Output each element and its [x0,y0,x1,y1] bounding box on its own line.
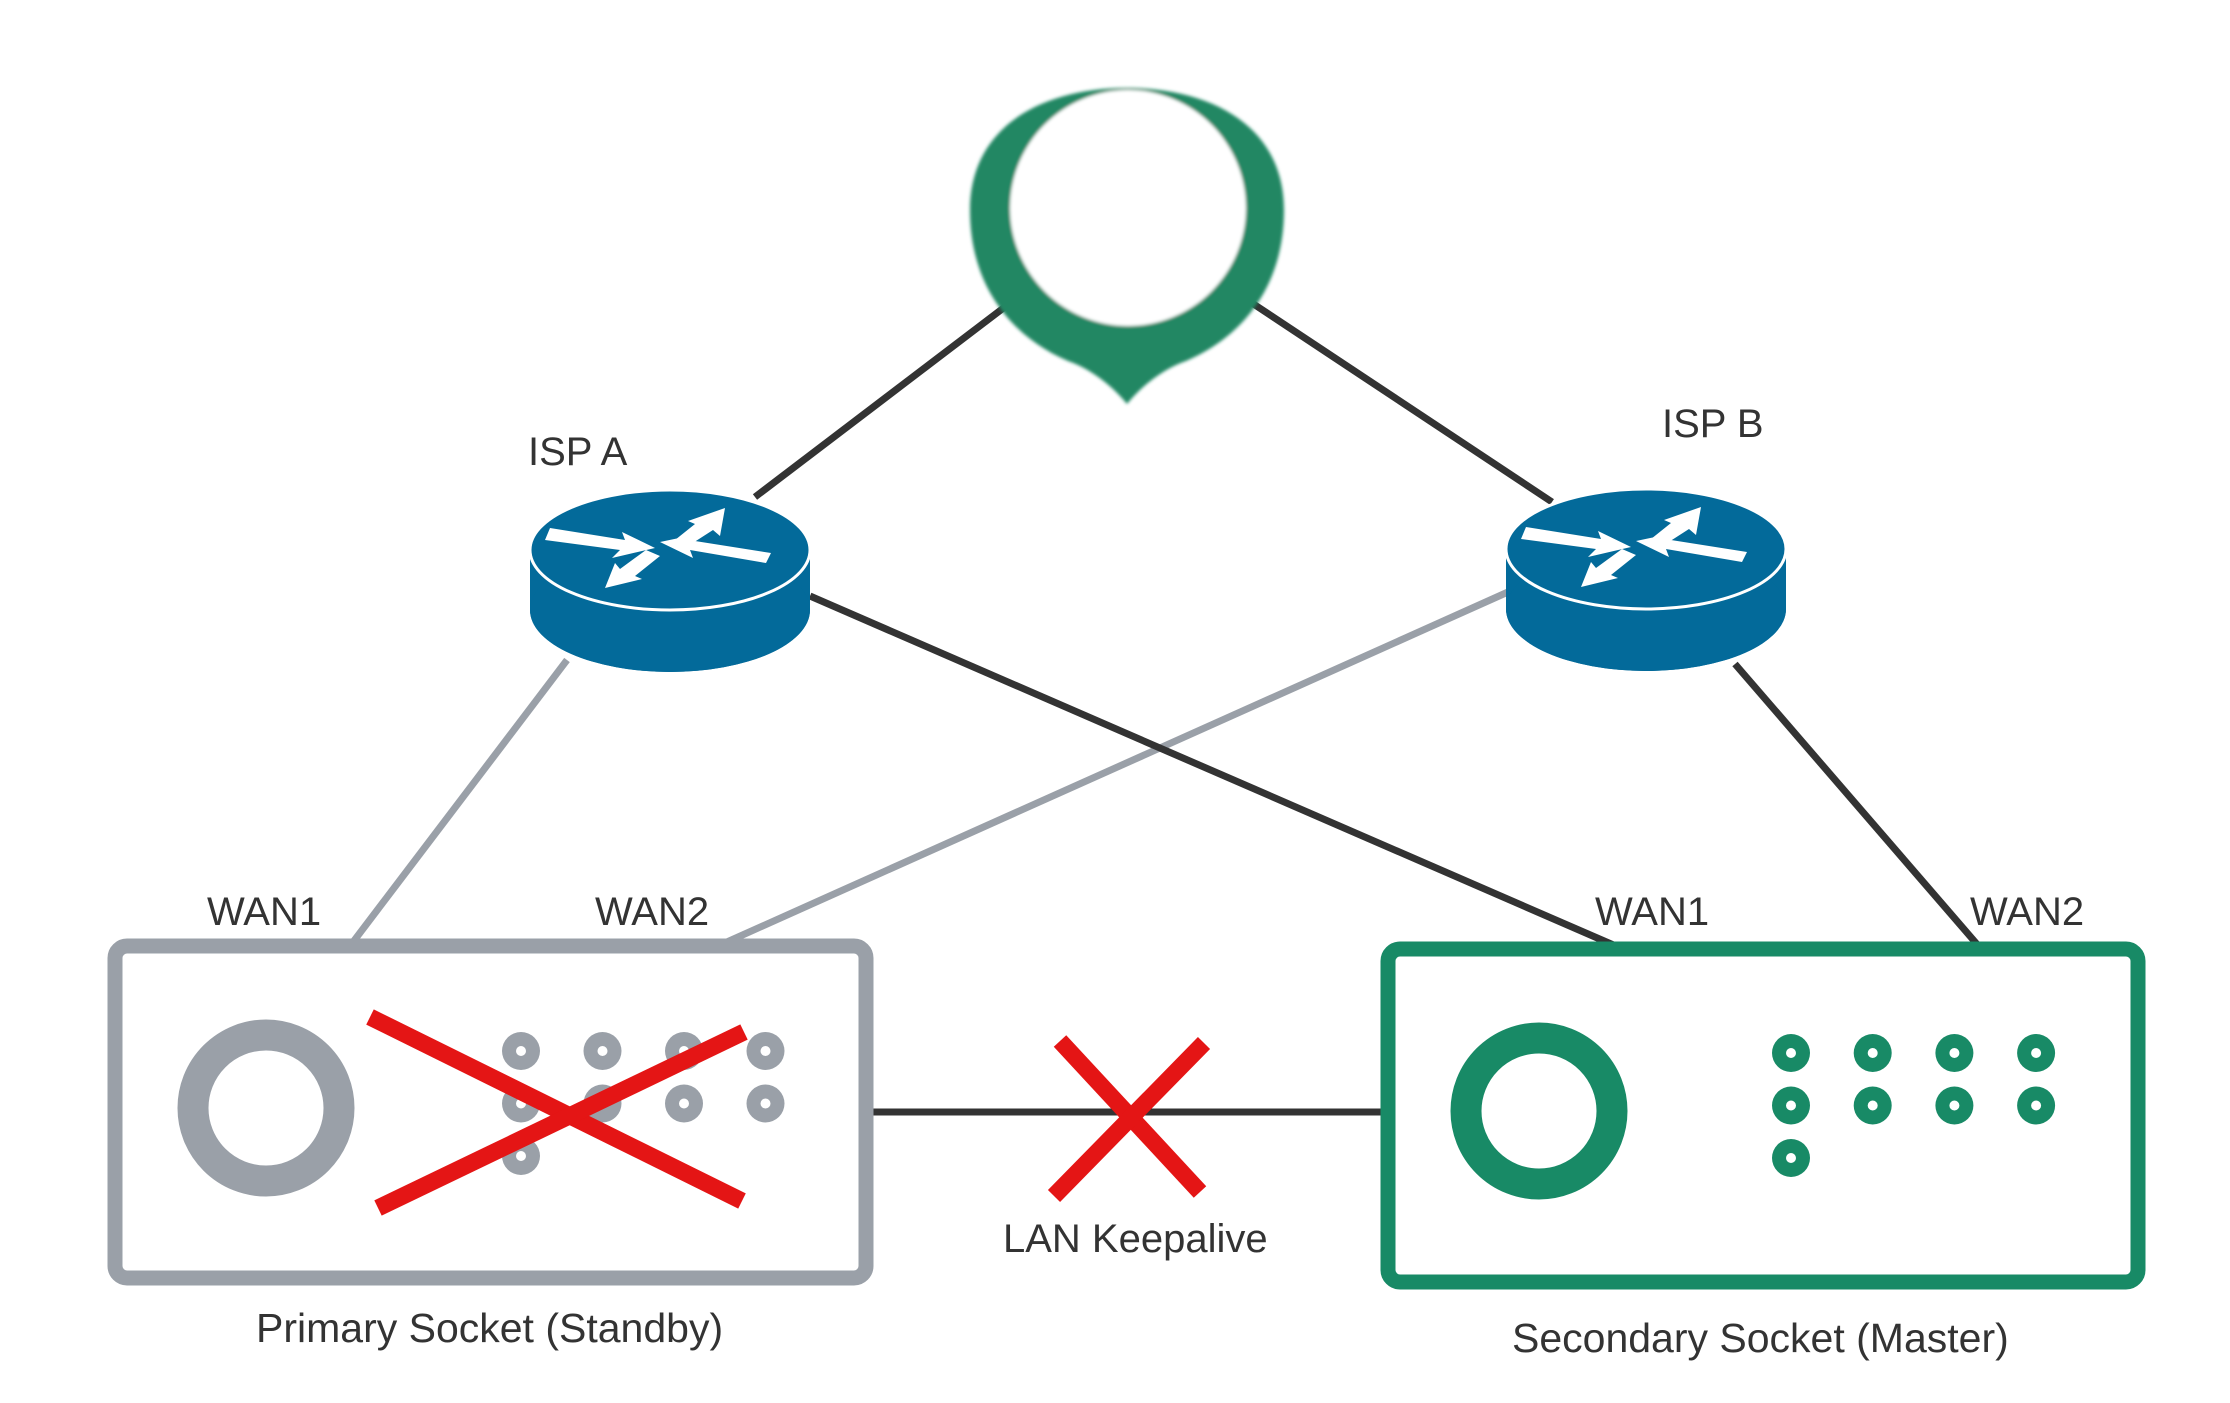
link-isp-b-primary-wan2 [716,588,1510,950]
router-isp-a [528,488,812,674]
primary-socket-label: Primary Socket (Standby) [256,1305,723,1351]
secondary-wan2-label: WAN2 [1970,890,2084,934]
link-isp-b-secondary-wan2 [1732,661,1985,953]
links [347,300,1985,1116]
led-indicator-icon [1935,1034,1974,1072]
led-indicator-icon [583,1032,622,1070]
router-isp-b [1504,487,1788,673]
socket-primary [107,938,874,1286]
router-label-isp-b: ISP B [1662,402,1764,446]
led-indicator-icon [1935,1086,1974,1125]
led-indicator-icon [502,1032,540,1070]
primary-wan2-label: WAN2 [595,890,709,934]
router-label-isp-a: ISP A [528,430,628,474]
led-indicator-icon [1853,1034,1892,1072]
power-ring-icon [1450,1022,1628,1200]
primary-wan1-label: WAN1 [207,890,321,934]
led-indicator-icon [1772,1139,1810,1177]
secondary-wan1-label: WAN1 [1595,890,1709,934]
map-pin-icon [970,88,1284,404]
failure-x-icon [366,1009,748,1216]
led-indicator-icon [1853,1086,1892,1125]
power-ring-icon [177,1019,355,1197]
link-cloud-isp-b [1250,300,1554,505]
led-indicator-icon [2017,1034,2056,1072]
lan-failure-x-icon [1047,1035,1211,1202]
router-icon [528,488,812,674]
link-cloud-isp-a [752,300,1013,500]
led-indicator-icon [1772,1086,1810,1125]
link-isp-a-primary-wan1 [347,657,570,949]
led-indicator-icon [746,1032,785,1070]
secondary-socket-label: Secondary Socket (Master) [1512,1315,2009,1361]
led-indicator-icon [746,1084,785,1123]
led-indicator-icon [1772,1034,1810,1072]
led-indicator-icon [665,1084,703,1123]
router-icon [1504,487,1788,673]
lan-keepalive-label: LAN Keepalive [1003,1217,1268,1261]
socket-secondary [1380,941,2146,1290]
link-isp-a-secondary-wan1 [808,592,1627,954]
led-indicator-icon [2017,1086,2056,1125]
